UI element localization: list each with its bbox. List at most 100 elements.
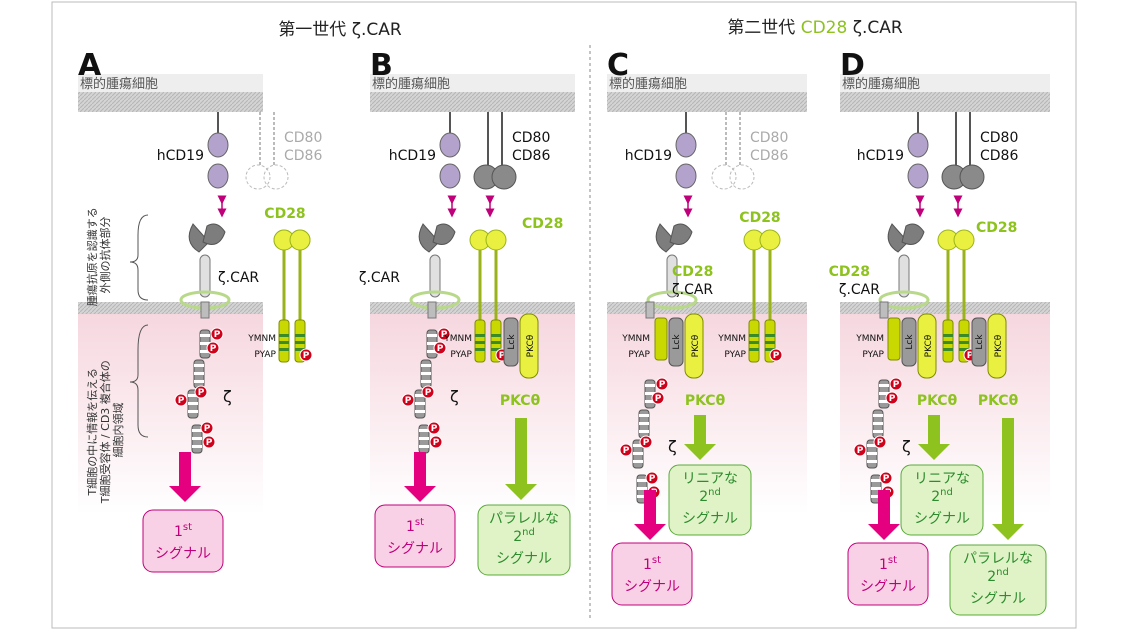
hcd19-domain [675, 163, 697, 189]
phospho-label: P [303, 351, 310, 361]
cd28-endodomain [654, 317, 668, 361]
lck-label: Lck [975, 334, 985, 350]
cd28-label: CD28 [976, 220, 1017, 236]
tumor-cell-region [370, 74, 575, 92]
pkc-label: PKCθ [691, 334, 701, 357]
zeta-itam-band [427, 350, 437, 353]
motif-band [959, 341, 969, 344]
first-signal-number: 1st [879, 555, 897, 573]
first-signal-box [847, 542, 929, 606]
zeta-itam-band [194, 364, 204, 367]
tumor-cell-region [78, 74, 263, 92]
motif-band [295, 334, 305, 337]
signal-arrow [505, 418, 537, 500]
zeta-itam-band [867, 452, 877, 455]
lck-kinase [668, 317, 684, 367]
scfv-domain [669, 223, 693, 245]
panel-letter-d: D [840, 48, 865, 83]
tumor-cell-label: 標的腫瘍細胞 [80, 76, 158, 92]
first-signal-word: シグナル [624, 579, 680, 595]
phospho-p-icon [174, 393, 188, 407]
scfv-domain [887, 223, 909, 253]
svg-text:腫瘍抗原を認識する 外側の抗体部分: 腫瘍抗原を認識する 外側の抗体部分 [85, 204, 112, 307]
zeta-itam-band [873, 422, 883, 425]
zeta-itam-band [421, 372, 431, 375]
phospho-label: P [499, 351, 506, 361]
motif-band [943, 348, 953, 351]
phospho-p-icon [194, 385, 208, 399]
annotation-extracellular: 腫瘍抗原を認識する 外側の抗体部分 [85, 204, 149, 307]
zeta-itam-band [873, 430, 883, 433]
phospho-label: P [655, 394, 662, 404]
motif-band [491, 341, 501, 344]
second-signal-box [900, 464, 984, 536]
zeta-itam-band [194, 372, 204, 375]
zeta-itam-band [637, 495, 647, 498]
tumor-membrane [840, 92, 1050, 112]
panel-letter-c: C [607, 48, 629, 83]
tumor-membrane [370, 92, 575, 112]
hcd19-label: hCD19 [157, 148, 204, 164]
ymnm-label: YMNM [621, 334, 650, 344]
zeta-itam-band [867, 460, 877, 463]
pkc-signal-label: PKCθ [500, 393, 541, 409]
phospho-p-icon [427, 421, 441, 435]
annotation-intracellular: T細胞の中に情報を伝える T細胞受容体 / CD3 複合体の 細胞内領域 [86, 324, 149, 504]
phospho-p-icon [401, 393, 415, 407]
phospho-label: P [883, 474, 890, 484]
zeta-tm [879, 301, 889, 319]
motif-band [943, 341, 953, 344]
motif-band [295, 348, 305, 351]
cd86-domain [729, 164, 755, 190]
scfv-domain [655, 223, 677, 253]
cd28-label: CD28 [264, 206, 305, 222]
zeta-itam-band [639, 430, 649, 433]
zeta-itam-band [415, 410, 425, 413]
phospho-p-icon [421, 385, 435, 399]
zeta-itam-band [871, 495, 881, 498]
pkc-signal-label: PKCθ [978, 393, 1019, 409]
cd28-label: CD28 [522, 216, 563, 232]
zeta-itam-band [645, 384, 655, 387]
zeta-itam-band [639, 414, 649, 417]
hcd19-domain [907, 132, 929, 158]
zeta-itam-band [633, 460, 643, 463]
cd86-label: CD86 [284, 148, 322, 164]
motif-band [765, 348, 775, 351]
zeta-itam-band [419, 437, 429, 440]
zeta-itam-band [415, 394, 425, 397]
phospho-label: P [405, 396, 412, 406]
cd28-domain [759, 229, 781, 251]
pyap-label: PYAP [254, 350, 276, 360]
tumor-cell-label: 標的腫瘍細胞 [609, 76, 687, 92]
cd28-label: CD28 [739, 210, 780, 226]
synapse-ring [878, 290, 930, 310]
panel-b: 標的腫瘍細胞BhCD19CD80CD86ζ.CARPPPPPPζPYMNMPYA… [359, 48, 575, 576]
t-cell-cytoplasm [78, 314, 263, 514]
cd28-endodomain [887, 317, 901, 361]
zeta-itam-band [419, 445, 429, 448]
zeta-tm [427, 301, 437, 319]
first-signal-number: 1st [643, 555, 661, 573]
phospho-label: P [893, 380, 900, 390]
second-signal-type: パラレルな [963, 551, 1033, 567]
zeta-itam-band [637, 479, 647, 482]
t-cell-membrane [840, 302, 1050, 314]
motif-band [749, 341, 759, 344]
phospho-p-icon [651, 391, 665, 405]
cd86-domain [959, 164, 985, 190]
pyap-label: PYAP [628, 350, 650, 360]
zeta-itam-band [192, 437, 202, 440]
pkc-signal-label: PKCθ [917, 393, 958, 409]
pyap-label: PYAP [450, 350, 472, 360]
phospho-p-icon [655, 377, 669, 391]
second-signal-word: シグナル [970, 591, 1026, 607]
phospho-p-icon [619, 443, 633, 457]
phospho-p-icon [200, 421, 214, 435]
phospho-label: P [204, 424, 211, 434]
pkc-theta [684, 313, 704, 379]
cd86-domain [263, 164, 289, 190]
scfv-domain [418, 223, 440, 253]
motif-band [959, 348, 969, 351]
